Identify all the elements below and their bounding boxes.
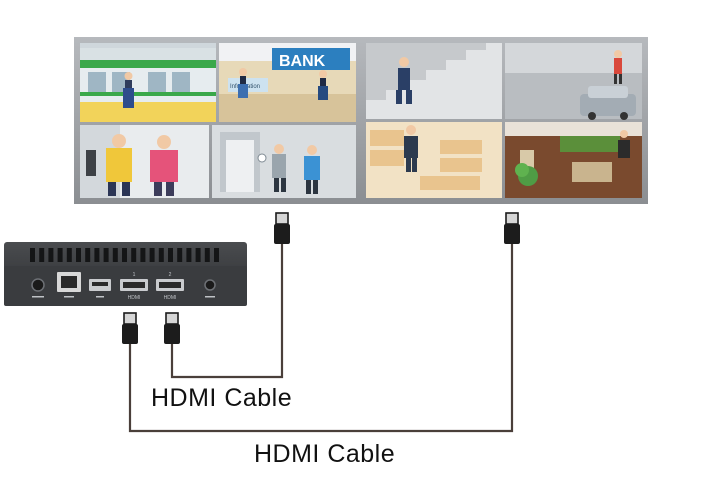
monitor-left-screen: BANK Information bbox=[80, 43, 356, 198]
vent-slot bbox=[39, 248, 45, 262]
vent-slot bbox=[195, 248, 201, 262]
vent-slot bbox=[122, 248, 127, 262]
media-player-vents bbox=[30, 248, 219, 262]
vent-slot bbox=[158, 248, 164, 262]
media-player: 1 2 HDMI HDMI bbox=[4, 242, 247, 306]
power-port bbox=[31, 278, 45, 292]
hdmi-connector-2-top bbox=[504, 212, 520, 244]
hdmi-connector-1-top bbox=[274, 212, 290, 244]
vent-slot bbox=[94, 248, 100, 262]
monitor-left: BANK Information bbox=[74, 37, 362, 204]
vent-slot bbox=[66, 248, 72, 262]
vent-slot bbox=[149, 248, 155, 262]
hdmi-port-2-number: 2 bbox=[169, 272, 172, 278]
hdmi-port-1-number: 1 bbox=[133, 272, 136, 278]
vent-slot bbox=[131, 248, 137, 262]
vent-slot bbox=[177, 248, 183, 262]
hdmi-cable-1 bbox=[164, 212, 290, 379]
hdmi-cable-2-label: HDMI Cable bbox=[254, 440, 396, 468]
hdmi-connector-2-bottom bbox=[122, 312, 138, 344]
vent-slot bbox=[76, 248, 81, 262]
hdmi-port-1-label: HDMI bbox=[128, 295, 141, 301]
hdmi-connector-1-bottom bbox=[164, 312, 180, 344]
vent-slot bbox=[57, 248, 63, 262]
bank-sign-text: BANK bbox=[279, 53, 326, 70]
vent-slot bbox=[168, 248, 173, 262]
vent-slot bbox=[85, 248, 91, 262]
hdmi-cable-2 bbox=[122, 212, 520, 433]
vent-slot bbox=[48, 248, 54, 262]
monitor-right-screen bbox=[366, 43, 642, 198]
vent-slot bbox=[140, 248, 146, 262]
monitor-right bbox=[360, 37, 648, 204]
vent-slot bbox=[186, 248, 192, 262]
hdmi-port-2-label: HDMI bbox=[164, 295, 177, 301]
vent-slot bbox=[30, 248, 35, 262]
hdmi-cable-1-label: HDMI Cable bbox=[151, 384, 293, 412]
hdmi-cable-1-wire bbox=[170, 244, 284, 379]
audio-port bbox=[204, 279, 216, 291]
vent-slot bbox=[204, 248, 210, 262]
vent-slot bbox=[214, 248, 219, 262]
vent-slot bbox=[103, 248, 109, 262]
port-glyphs bbox=[32, 296, 215, 298]
vent-slot bbox=[112, 248, 118, 262]
bank-sign bbox=[272, 48, 350, 70]
hdmi-cable-2-wire bbox=[128, 244, 514, 433]
